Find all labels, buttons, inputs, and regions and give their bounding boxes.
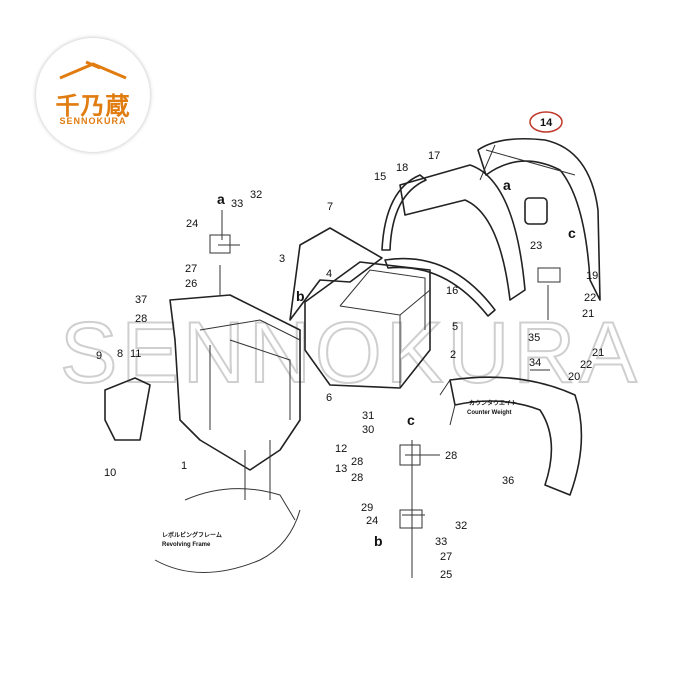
- part-seal: [381, 174, 427, 251]
- callout: 29: [361, 502, 373, 514]
- callout: 27: [440, 551, 452, 563]
- callout: 5: [452, 321, 458, 333]
- callout: 16: [446, 285, 458, 297]
- callout: 33: [231, 198, 243, 210]
- callout: 7: [327, 201, 333, 213]
- callout: a: [503, 177, 511, 193]
- callout: 26: [185, 278, 197, 290]
- callout: 21: [582, 308, 594, 320]
- callout: 10: [104, 467, 116, 479]
- callout: b: [296, 288, 305, 304]
- part-cover: [477, 137, 601, 301]
- callout: 34: [529, 357, 541, 369]
- callout: 31: [362, 410, 374, 422]
- callout-14: 14: [540, 117, 553, 129]
- callout: 37: [135, 294, 147, 306]
- callout: 33: [435, 536, 447, 548]
- callout: 2: [450, 349, 456, 361]
- callout: 11: [130, 348, 141, 360]
- callout: 22: [580, 359, 592, 371]
- logo-name-en: SENNOKURA: [59, 116, 127, 126]
- part-bracket-8: [104, 377, 151, 441]
- callout: 13: [335, 463, 347, 475]
- part-frame: [169, 294, 301, 471]
- callout: 27: [185, 263, 197, 275]
- callout: a: [217, 191, 225, 207]
- part-bracket-23: [524, 197, 548, 225]
- callout: 25: [440, 569, 452, 581]
- callout: c: [407, 412, 415, 428]
- callout: b: [374, 533, 383, 549]
- callout: 6: [326, 392, 332, 404]
- callout: 24: [186, 218, 198, 230]
- counterweight-caption-en: Counter Weight: [467, 410, 512, 416]
- callout: 9: [96, 350, 102, 362]
- part-box: [304, 261, 431, 389]
- callout: 8: [117, 348, 123, 360]
- callout: 28: [351, 472, 363, 484]
- callout: 32: [455, 520, 467, 532]
- callout: 24: [366, 515, 378, 527]
- frame-caption-en: Revolving Frame: [162, 542, 211, 548]
- logo-name-cn: 千乃蔵: [55, 92, 131, 120]
- callout: c: [568, 225, 576, 241]
- logo: 千乃蔵 SENNOKURA: [36, 38, 150, 152]
- roof-icon: [59, 60, 127, 80]
- part-panel: [399, 164, 526, 301]
- callouts: 17 18 15 a 23 c 19 22 21 35 21 34 22 20 …: [96, 150, 604, 581]
- callout: 36: [502, 475, 514, 487]
- callout: 3: [279, 253, 285, 265]
- callout: 22: [584, 292, 596, 304]
- callout: 20: [568, 371, 580, 383]
- frame-caption-jp: レボルビングフレーム: [162, 531, 222, 539]
- callout: 15: [374, 171, 386, 183]
- callout: 23: [530, 240, 542, 252]
- highlight-circle: [529, 111, 563, 133]
- callout: 32: [250, 189, 262, 201]
- callout: 19: [586, 270, 598, 282]
- callout: 18: [396, 162, 408, 174]
- part-cover-7: [289, 227, 383, 321]
- callout: 30: [362, 424, 374, 436]
- callout: 28: [135, 313, 147, 325]
- callout: 21: [592, 347, 604, 359]
- callout: 28: [445, 450, 457, 462]
- callout: 17: [428, 150, 440, 162]
- part-counterweight: [449, 376, 583, 496]
- callout: 12: [335, 443, 347, 455]
- callout: 35: [528, 332, 540, 344]
- counterweight-caption-jp: カウンタウエイト: [469, 399, 517, 407]
- callout: 1: [181, 460, 187, 472]
- callout: 28: [351, 456, 363, 468]
- callout: 4: [326, 268, 332, 280]
- revolving-frame: [154, 488, 301, 573]
